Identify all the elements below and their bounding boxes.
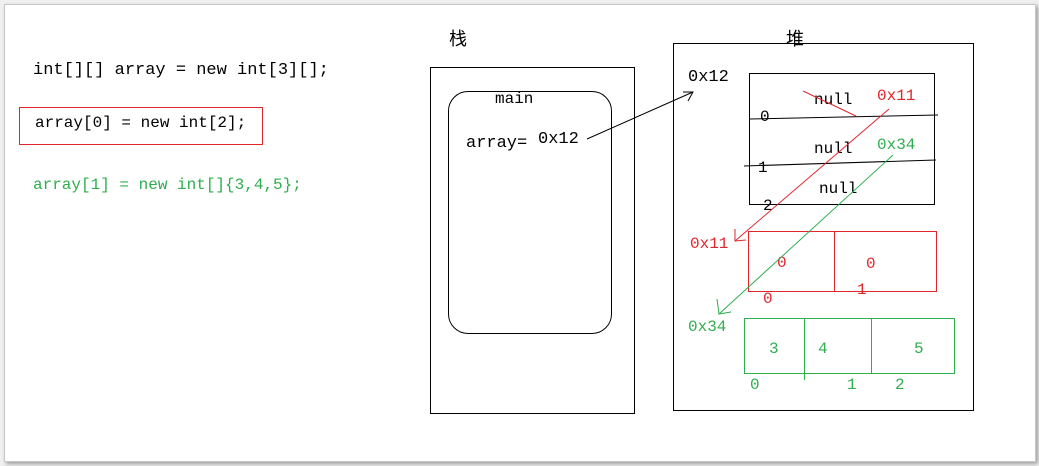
array-a-value-1: 0 xyxy=(866,255,876,273)
highlight-box-line-2 xyxy=(19,107,263,145)
stack-region xyxy=(430,67,635,414)
heap-region xyxy=(673,43,974,411)
outer-index-0: 0 xyxy=(760,108,770,126)
stack-title: 栈 xyxy=(449,29,467,50)
outer-cell-0: null xyxy=(814,91,853,109)
main-frame xyxy=(448,91,612,334)
array-a-divider xyxy=(834,231,835,292)
main-frame-label: main xyxy=(495,90,534,108)
array-a-value-0: 0 xyxy=(777,254,787,272)
outer-cell-2: null xyxy=(819,180,858,198)
outer-cell-1: null xyxy=(814,140,853,158)
array-b-index-0: 0 xyxy=(750,376,760,394)
code-line-1: int[][] array = new int[3][]; xyxy=(33,61,329,80)
array-b-index-2: 2 xyxy=(895,376,905,394)
array-b-divider-1 xyxy=(804,318,805,380)
array-b-box xyxy=(744,318,955,374)
heap-title: 堆 xyxy=(786,29,804,50)
array-b-value-1: 4 xyxy=(818,340,828,358)
array-variable-value: 0x12 xyxy=(538,130,579,149)
array-b-index-1: 1 xyxy=(847,376,857,394)
array-a-index-1: 1 xyxy=(857,281,867,299)
array-a-index-0: 0 xyxy=(763,290,773,308)
array-b-address: 0x34 xyxy=(688,318,727,336)
outer-ref-red: 0x11 xyxy=(877,87,916,105)
outer-index-1: 1 xyxy=(758,159,768,177)
array-b-value-2: 5 xyxy=(914,340,924,358)
outer-ref-green: 0x34 xyxy=(877,136,916,154)
array-b-divider-2 xyxy=(871,318,872,374)
outer-array-address: 0x12 xyxy=(688,68,729,87)
code-line-2: array[0] = new int[2]; xyxy=(35,114,247,132)
array-a-address: 0x11 xyxy=(690,235,729,253)
array-b-value-0: 3 xyxy=(769,340,779,358)
code-line-3: array[1] = new int[]{3,4,5}; xyxy=(33,176,302,194)
array-variable: array= xyxy=(466,134,528,153)
outer-index-2: 2 xyxy=(763,197,773,215)
